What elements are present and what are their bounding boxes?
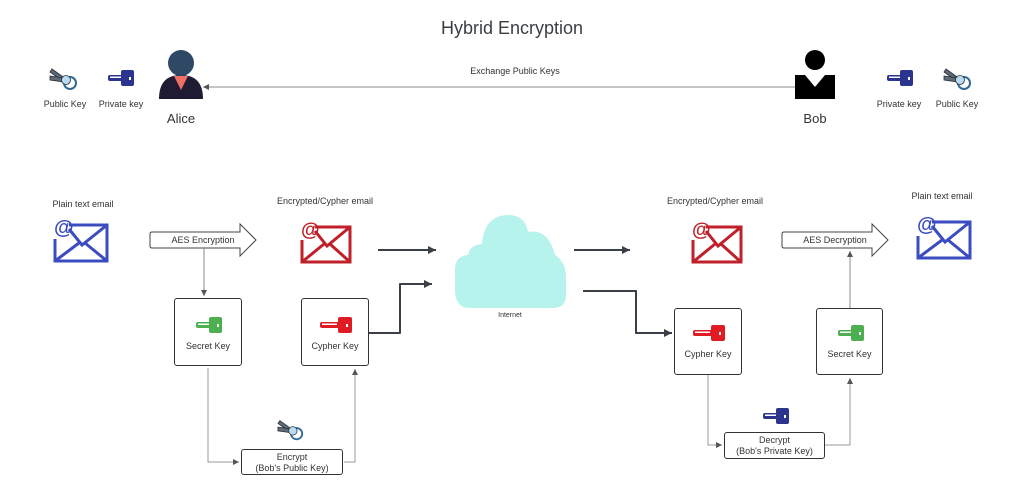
receiver-secret-key-box: Secret Key [816, 308, 883, 375]
receiver-plain-email-label: Plain text email [911, 191, 973, 201]
alice-public-key-label: Public Key [43, 99, 87, 109]
svg-text:@: @ [301, 220, 320, 241]
cypher-key-icon [320, 317, 352, 333]
sender-secret-key-box: Secret Key [174, 298, 242, 366]
sender-cypher-email-label: Encrypted/Cypher email [276, 196, 374, 206]
sender-cypher-key-box: Cypher Key [301, 298, 369, 366]
receiver-cypher-key-box: Cypher Key [674, 308, 742, 375]
exchange-keys-label: Exchange Public Keys [470, 66, 560, 76]
aes-decryption-arrow-shape [781, 222, 889, 258]
cypher-key-to-decrypt-connector [707, 375, 722, 448]
aes-decryption-label: AES Decryption [803, 235, 867, 245]
secret-key-icon [196, 317, 222, 333]
bob-avatar-icon [795, 50, 835, 99]
internet-to-cypher-key-arrow [583, 290, 672, 337]
internet-cloud-icon [455, 214, 566, 308]
secret-key-icon [838, 325, 864, 341]
internet-label: Internet [498, 312, 522, 319]
sender-secret-key-label: Secret Key [185, 341, 231, 351]
sender-plain-email-icon: @ [53, 217, 109, 263]
decrypt-label: Decrypt [758, 435, 790, 445]
alice-public-keys-icon [49, 68, 77, 90]
sender-cypher-key-label: Cypher Key [311, 341, 359, 351]
aes-encryption-label: AES Encryption [171, 235, 235, 245]
sender-cypher-email-icon: @ [300, 220, 352, 264]
receiver-secret-key-label: Secret Key [827, 349, 872, 359]
receiver-cypher-key-label: Cypher Key [684, 349, 732, 359]
sender-plain-email-label: Plain text email [52, 199, 114, 209]
alice-private-key-label: Private key [98, 99, 144, 109]
bob-private-key-icon [887, 70, 913, 86]
receiver-cypher-email-label: Encrypted/Cypher email [666, 196, 764, 206]
bob-name: Bob [803, 111, 827, 126]
bob-public-key-label: Public Key [935, 99, 979, 109]
alice-avatar-icon [159, 50, 203, 99]
aes-encryption-arrow-shape [149, 222, 257, 258]
bob-public-keys-icon [943, 68, 971, 90]
cypher-key-icon [693, 325, 725, 341]
encrypt-to-cypher-key-connector [344, 369, 358, 463]
alice-private-key-icon [108, 70, 134, 86]
receiver-cypher-email-icon: @ [691, 220, 743, 264]
bob-private-key-label: Private key [876, 99, 922, 109]
decrypt-key-label: (Bob's Private Key) [736, 446, 813, 456]
diagram-title: Hybrid Encryption [440, 18, 584, 38]
encrypt-public-keys-icon [277, 420, 304, 441]
decrypt-box: Decrypt (Bob's Private Key) [724, 432, 825, 459]
encrypt-box: Encrypt (Bob's Public Key) [241, 449, 343, 475]
svg-text:@: @ [54, 217, 74, 239]
svg-text:@: @ [692, 220, 711, 241]
encrypt-label: Encrypt [276, 452, 308, 462]
cypher-key-to-internet-arrow [369, 280, 432, 334]
svg-text:@: @ [917, 214, 937, 236]
secret-key-to-encrypt-connector [207, 368, 239, 465]
receiver-plain-email-icon: @ [916, 214, 972, 260]
encrypt-key-label: (Bob's Public Key) [255, 463, 329, 473]
alice-name: Alice [166, 111, 196, 126]
decrypt-to-secret-key-connector [825, 378, 853, 446]
decrypt-private-key-icon [763, 408, 789, 424]
